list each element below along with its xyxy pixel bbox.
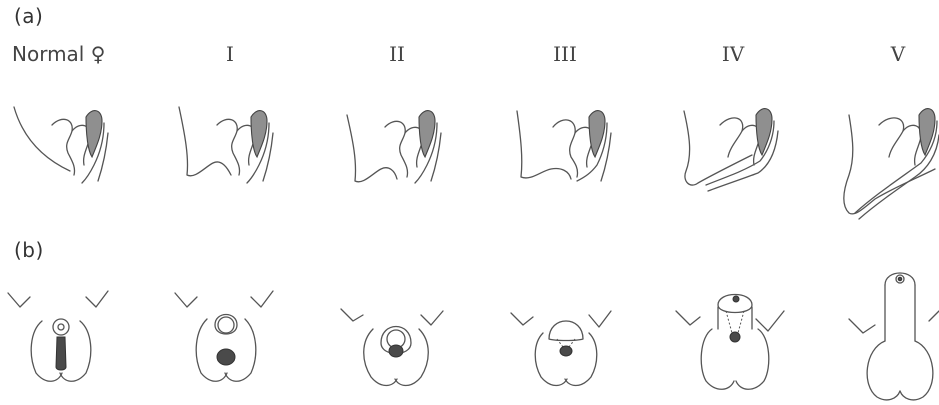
panel-label-b: (b): [14, 238, 44, 262]
external-diagram-stage-5: [835, 245, 939, 405]
external-diagram-stage-1: [165, 285, 295, 395]
external-diagram-stage-3: [505, 285, 635, 395]
sagittal-diagram-stage-3: [505, 95, 635, 205]
panel-label-a: (a): [14, 4, 43, 28]
stage-label-normal: Normal ♀: [12, 42, 105, 66]
sagittal-diagram-stage-5: [835, 95, 939, 230]
sagittal-diagram-normal: [0, 95, 130, 205]
sagittal-diagram-stage-2: [335, 95, 465, 205]
external-diagram-stage-4: [672, 285, 802, 400]
stage-label-5: V: [891, 42, 905, 66]
stage-label-1: I: [226, 42, 234, 66]
external-diagram-normal: [0, 285, 130, 395]
stage-label-2: II: [389, 42, 405, 66]
stage-label-4: IV: [722, 42, 744, 66]
stage-label-3: III: [553, 42, 577, 66]
sagittal-diagram-stage-1: [165, 95, 295, 205]
external-diagram-stage-2: [335, 285, 465, 395]
sagittal-diagram-stage-4: [672, 95, 802, 205]
